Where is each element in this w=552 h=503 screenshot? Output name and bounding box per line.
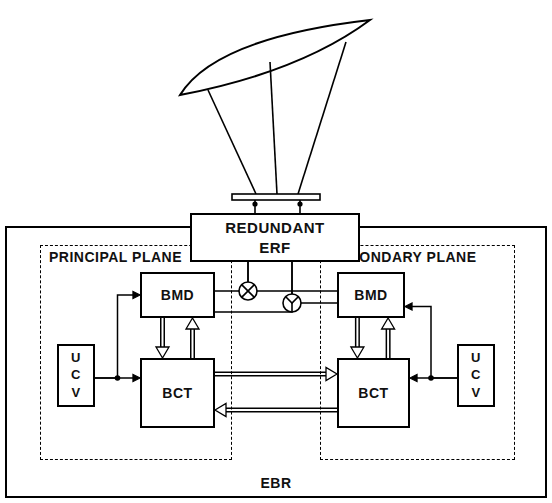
node-label: UCV — [470, 349, 483, 402]
arrow-head — [156, 347, 169, 358]
arrow-head — [326, 368, 337, 381]
node-label: BCT — [162, 385, 192, 401]
bus-arrow — [382, 318, 395, 358]
bus-arrow — [156, 318, 169, 358]
node-label: UCV — [70, 349, 83, 402]
node-label: BCT — [358, 385, 388, 401]
bus-outline — [386, 329, 391, 358]
bus-arrow — [215, 368, 337, 381]
bus-outline — [355, 318, 360, 347]
arrow-head — [186, 318, 199, 329]
unit-box: UCV — [457, 344, 495, 407]
signal-line — [405, 303, 457, 378]
junction-dot — [428, 375, 434, 381]
bus-inner — [387, 329, 389, 358]
node-label: REDUNDANT ERF — [225, 218, 325, 257]
bus-inner — [162, 318, 164, 347]
process-box: BCT — [337, 358, 410, 428]
equipment-box: REDUNDANT ERF — [190, 213, 360, 262]
process-box: BCT — [140, 358, 215, 428]
antenna-dish — [180, 20, 370, 194]
arrow-head — [351, 347, 364, 358]
process-box: BMD — [140, 272, 215, 318]
bus-arrow — [186, 318, 199, 358]
combiner-symbol — [239, 282, 257, 300]
junction-dot — [115, 375, 121, 381]
arrow-head — [410, 375, 417, 382]
signal-line — [95, 292, 140, 379]
arrow-head — [133, 375, 140, 382]
signal-line — [215, 262, 292, 312]
arrow-head — [405, 303, 412, 310]
plane-region: PRINCIPAL PLANE BMD BCT UCV — [40, 245, 232, 460]
waveguide-flange — [232, 194, 320, 213]
node-label: BMD — [354, 287, 387, 303]
process-box: BMD — [337, 272, 405, 318]
wire-path — [412, 307, 457, 379]
arrow-head — [215, 404, 226, 417]
arrow-head — [133, 292, 140, 299]
bus-inner — [356, 318, 358, 347]
node-label: BMD — [161, 287, 194, 303]
arrow-head — [382, 318, 395, 329]
wire-path — [95, 295, 133, 378]
plane-region: SECONDARY PLANEBMDBCTUCV — [320, 245, 515, 460]
unit-box: UCV — [57, 344, 95, 407]
bus-arrow — [215, 404, 337, 417]
node-label: EBR — [260, 475, 291, 491]
enclosure-box: EBRPRINCIPAL PLANEBMDBCTUCVSECONDARY PLA… — [5, 226, 547, 498]
node-label: PRINCIPAL PLANE — [49, 249, 182, 265]
bus-outline — [160, 318, 165, 347]
wire-path — [215, 262, 292, 312]
splitter-symbol — [283, 294, 301, 312]
bus-inner — [192, 329, 194, 358]
bus-arrow — [351, 318, 364, 358]
bus-outline — [190, 329, 195, 358]
